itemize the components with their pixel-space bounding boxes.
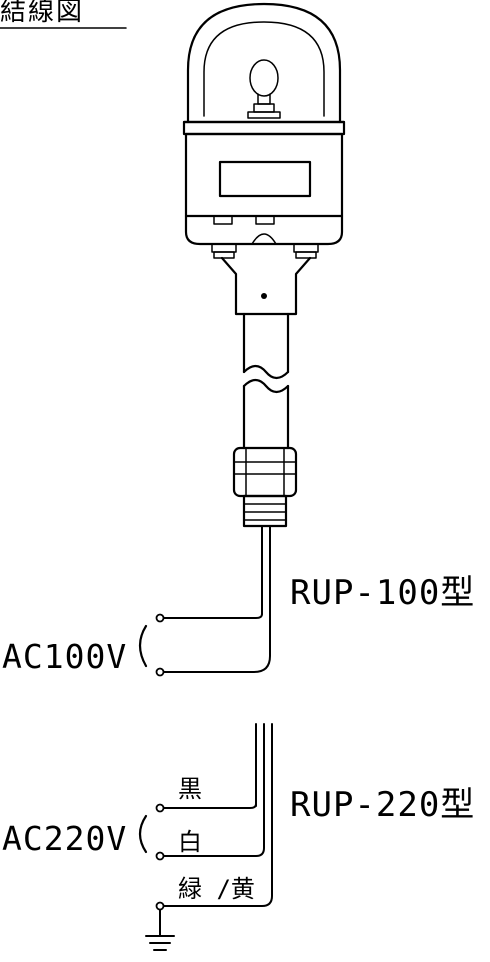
wire-white [161,723,265,857]
model-label-rup100: RUP-100型 [290,573,475,613]
supply-label-ac220v: AC220V [2,819,127,858]
mounting-bracket [220,256,312,316]
break-mark-top [242,364,290,380]
cable-wire-top [161,613,263,619]
terminal-icon [155,667,165,677]
bolt-right-icon [293,243,319,259]
wire-label-black: 黒 [178,775,202,803]
rup100-wiring [138,525,271,677]
cable-wire-outer [161,525,271,673]
lamp-body [184,132,344,218]
lamp-base-band [182,120,346,136]
terminal-icon [155,613,165,623]
rotating-warning-lamp-icon [182,2,346,528]
wire-label-green-yellow: 緑 /黄 [178,875,255,903]
wire-label-white: 白 [178,828,202,856]
bracket-hole [261,293,267,299]
name-plate [218,160,312,198]
thread-section [242,494,288,528]
supply-label-ac100v: AC100V [2,637,127,676]
wire-black [161,803,257,809]
ground-icon [145,909,175,951]
bulb-icon [247,59,281,119]
terminal-icon [155,851,165,861]
diagram-title: 結線図 [0,0,84,27]
terminal-icon [155,803,165,813]
bolt-left-icon [211,243,237,259]
lamp-lower-housing [184,214,344,246]
supply-bracket [138,624,148,668]
rup220-wiring [138,723,273,951]
break-mark-bottom [242,378,290,394]
supply-bracket [138,814,148,854]
dome-outer [186,2,342,124]
model-label-rup220: RUP-220型 [290,785,475,825]
terminal-icon [155,901,165,911]
wire-green-yellow [161,723,273,907]
dome-inner [203,21,325,117]
hex-nut [232,446,298,498]
